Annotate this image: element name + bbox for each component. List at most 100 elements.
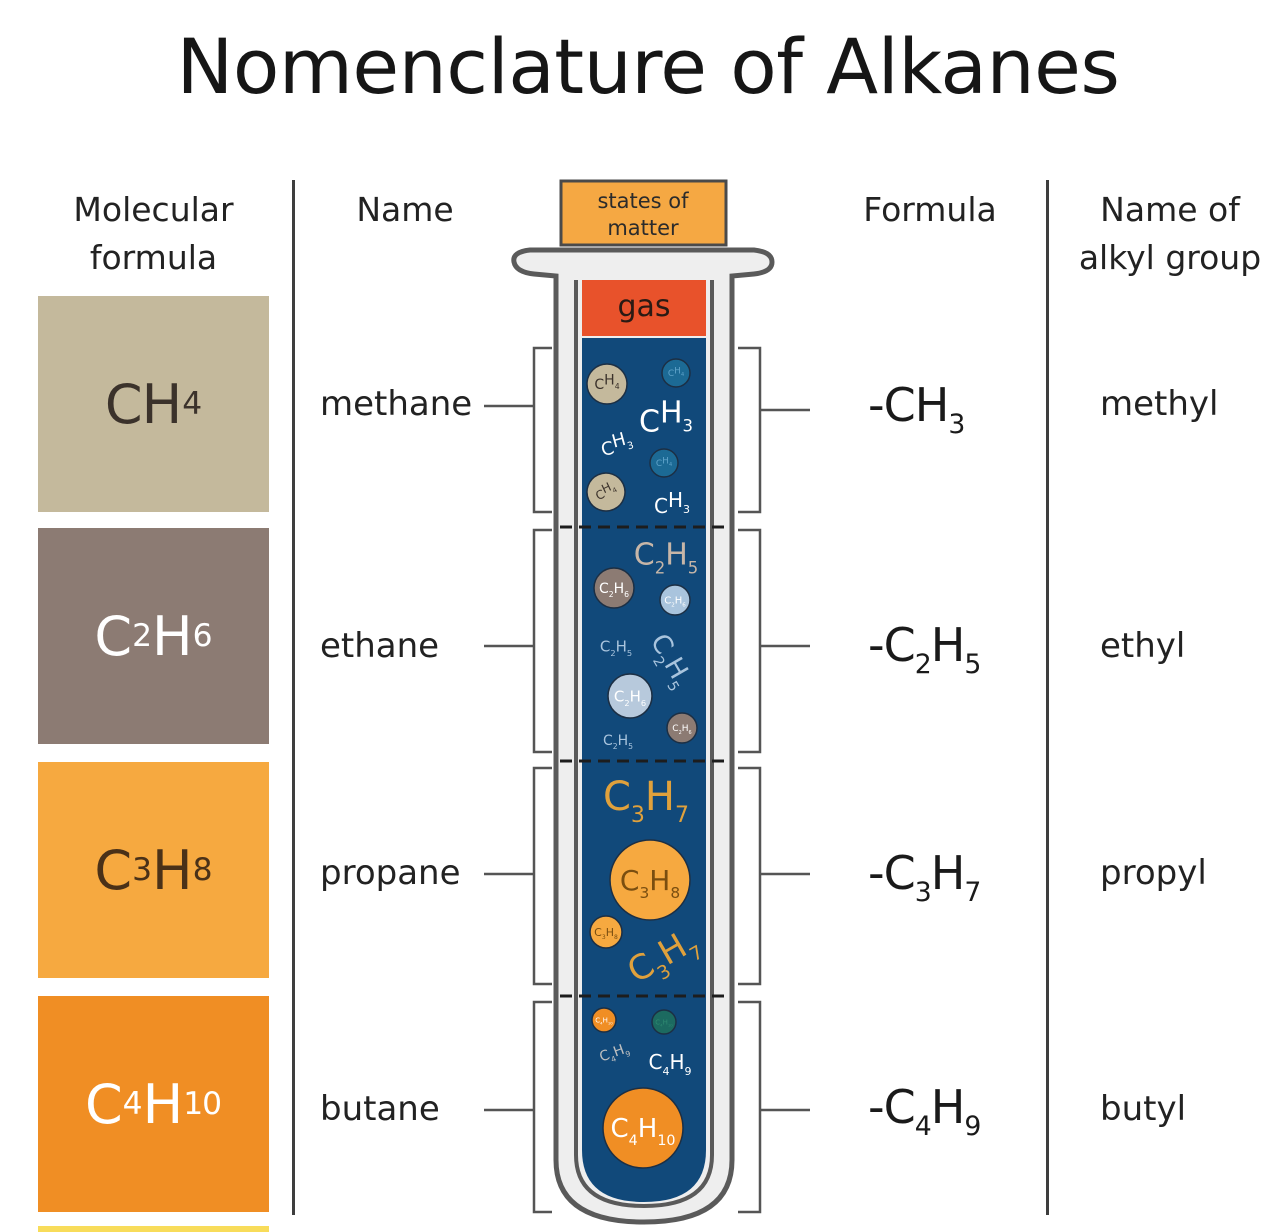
molecule-label: CH4 bbox=[594, 373, 619, 393]
molecule-label: C4H10 bbox=[655, 1018, 673, 1027]
molecule-bubble bbox=[589, 915, 623, 949]
bracket-butane-left bbox=[532, 1000, 552, 1214]
molecule-label: C2H6 bbox=[672, 724, 691, 736]
molecule-label: C3H8 bbox=[620, 864, 680, 902]
molecular-formula-propane-subscript-0: 3 bbox=[132, 852, 152, 888]
alkyl-formula-ethyl-element-0: C bbox=[883, 618, 916, 672]
section-separators bbox=[560, 525, 728, 998]
molecular-formula-methane-element-0: CH bbox=[104, 372, 182, 436]
header-molecular-formula: Molecular formula bbox=[38, 186, 269, 282]
alkyl-formula-butyl-element-1: H bbox=[930, 1080, 966, 1134]
molecular-formula-ethane-subscript-0: 2 bbox=[132, 618, 152, 654]
alkyl-name-ethyl: ethyl bbox=[1100, 626, 1186, 666]
right-brackets bbox=[738, 346, 810, 1214]
molecular-formula-ethane-subscript-1: 6 bbox=[192, 618, 213, 654]
header-alkyl-group-line1: Name of bbox=[1100, 190, 1240, 229]
molecule-label: CH3 bbox=[654, 488, 690, 518]
molecular-formula-butane-element-1: H bbox=[142, 1072, 184, 1136]
molecule-methane-6: CH3 bbox=[654, 488, 690, 518]
alkyl-formula-ethyl-dash: - bbox=[868, 618, 885, 672]
molecule-label: C2H5 bbox=[600, 637, 632, 658]
alkyl-name-propyl: propyl bbox=[1100, 853, 1207, 893]
header-molecular-formula-line1: Molecular bbox=[73, 190, 234, 229]
molecule-methane-4: CH4 bbox=[649, 448, 679, 478]
page-title: Nomenclature of Alkanes bbox=[176, 22, 1120, 111]
molecule-methane-5: CH4 bbox=[586, 472, 626, 512]
molecule-butane-3: C4H9 bbox=[648, 1050, 691, 1078]
molecule-label: CH3 bbox=[597, 427, 635, 461]
alkyl-formula-propyl-element-1: H bbox=[930, 846, 966, 900]
left-brackets bbox=[484, 346, 552, 1214]
name-butane: butane bbox=[320, 1089, 440, 1129]
molecule-methane-1: CH4 bbox=[661, 358, 691, 388]
molecule-ethane-1: C2H6 bbox=[593, 567, 635, 609]
molecule-ethane-7: C2H6 bbox=[666, 712, 698, 744]
molecular-formula-butane-subscript-0: 4 bbox=[122, 1086, 143, 1122]
molecule-propane-2: C3H8 bbox=[589, 915, 623, 949]
gas-block bbox=[582, 280, 706, 336]
molecule-bubble bbox=[651, 1009, 677, 1035]
alkyl-formula-propyl-element-0: C bbox=[883, 846, 916, 900]
name-ethane: ethane bbox=[320, 626, 440, 666]
bracket-ethane-left bbox=[532, 528, 552, 754]
tube-inner-wall bbox=[574, 280, 714, 1209]
alkyl-name-butyl: butyl bbox=[1100, 1089, 1187, 1129]
cap-label-line2: matter bbox=[607, 216, 679, 240]
column-divider-left bbox=[292, 180, 295, 1215]
molecule-bubble bbox=[602, 1087, 684, 1169]
molecular-formula-butane-subscript-1: 10 bbox=[183, 1086, 222, 1122]
molecule-methane-0: CH4 bbox=[586, 363, 628, 405]
molecule-label: C4H9 bbox=[648, 1050, 691, 1078]
molecular-formula-propane-subscript-1: 8 bbox=[192, 852, 213, 888]
molecule-label: C2H6 bbox=[664, 596, 686, 609]
header-alkyl-group-line2: alkyl group bbox=[1078, 238, 1262, 277]
bracket-ethane-right bbox=[738, 528, 762, 754]
molecule-bubble bbox=[666, 712, 698, 744]
molecule-ethane-6: C2H5 bbox=[603, 733, 633, 751]
bracket-butane-right bbox=[738, 1000, 762, 1214]
alkyl-formula-butyl-dash: - bbox=[868, 1080, 885, 1134]
molecule-propane-1: C3H8 bbox=[609, 839, 691, 921]
bracket-propane-right bbox=[738, 766, 762, 986]
molecule-label: C2H5 bbox=[603, 733, 633, 751]
molecular-formula-methane-subscript-0: 4 bbox=[182, 386, 202, 422]
molecule-methane-2: CH3 bbox=[639, 396, 693, 440]
alkyl-formula-methyl: -CH3 bbox=[868, 378, 965, 440]
bracket-propane-left bbox=[532, 766, 552, 986]
molecular-formula-ethane-element-0: C bbox=[94, 604, 132, 668]
molecule-bubble bbox=[586, 472, 626, 512]
molecule-label: CH4 bbox=[656, 456, 672, 469]
molecule-bubble bbox=[661, 358, 691, 388]
alkyl-name-methyl: methyl bbox=[1100, 384, 1219, 424]
alkyl-formula-methyl-element-0: CH bbox=[883, 378, 950, 432]
bracket-methane-right bbox=[738, 346, 762, 514]
alkyl-formula-propyl-subscript-0: 3 bbox=[914, 877, 932, 908]
header-formula: Formula bbox=[863, 190, 997, 229]
molecule-bubble bbox=[659, 584, 691, 616]
partial-box-next-row bbox=[38, 1226, 269, 1232]
alkyl-formula-ethyl-subscript-0: 2 bbox=[914, 649, 932, 680]
header-molecular-formula-line2: formula bbox=[89, 238, 218, 277]
alkyl-formula-propyl-dash: - bbox=[868, 846, 885, 900]
molecule-butane-4: C4H10 bbox=[602, 1087, 684, 1169]
molecule-label: C3H7 bbox=[603, 774, 689, 828]
molecule-label: C2H6 bbox=[599, 581, 629, 599]
cap-label-line1: states of bbox=[597, 189, 689, 213]
alkyl-formula-propyl-subscript-1: 7 bbox=[964, 877, 981, 908]
alkyl-formula-methyl-subscript-0: 3 bbox=[948, 409, 965, 440]
molecule-ethane-2: C2H6 bbox=[659, 584, 691, 616]
molecule-ethane-0: C2H5 bbox=[634, 538, 699, 578]
molecule-label: CH3 bbox=[639, 396, 693, 440]
molecule-label: CH4 bbox=[668, 366, 684, 379]
molecule-label: C3H8 bbox=[594, 926, 618, 941]
molecule-butane-0: C4H10 bbox=[591, 1007, 617, 1033]
alkyl-formula-propyl: -C3H7 bbox=[868, 846, 981, 908]
name-propane: propane bbox=[320, 853, 461, 893]
alkyl-formula-ethyl-element-1: H bbox=[930, 618, 966, 672]
header-name: Name bbox=[356, 190, 454, 229]
alkyl-formula-ethyl-subscript-1: 5 bbox=[964, 649, 981, 680]
molecule-label: C4H9 bbox=[597, 1040, 632, 1067]
